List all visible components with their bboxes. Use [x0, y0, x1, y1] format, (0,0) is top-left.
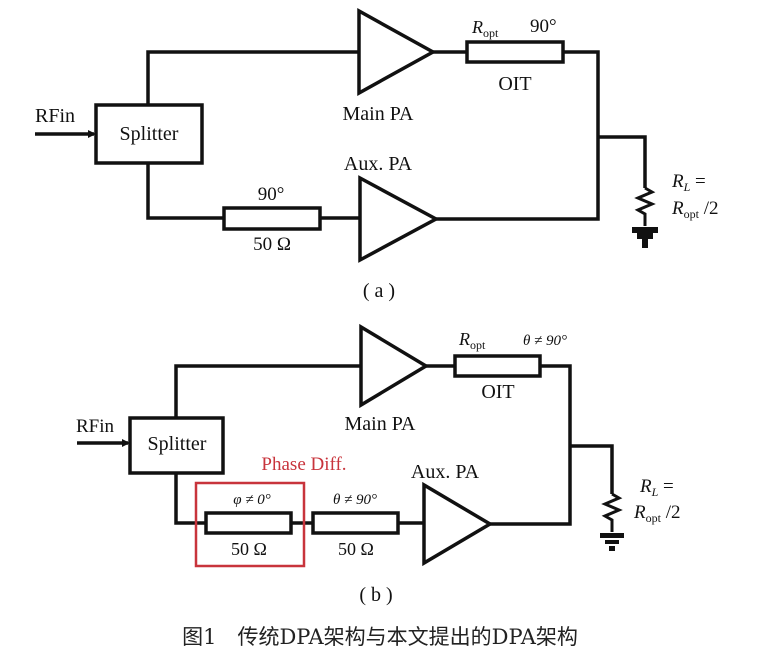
main-pa-label-a: Main PA — [343, 103, 415, 125]
oit-phase-label-a: 90° — [530, 16, 557, 37]
aux-line-phase-label-a: 90° — [258, 184, 285, 205]
oit-name-label-a: OIT — [498, 73, 531, 95]
load-label-line1-b: RL = — [639, 476, 674, 499]
sublabel-a: ( a ) — [363, 280, 395, 302]
oit-impedance-label-b: Ropt — [458, 329, 486, 352]
ground-icon-b — [600, 533, 624, 551]
phase-line-phase-label-b: φ ≠ 0° — [233, 492, 271, 508]
aux-pa-label-a: Aux. PA — [344, 153, 413, 175]
phase-diff-label: Phase Diff. — [261, 454, 346, 475]
splitter-block-b — [128, 416, 225, 475]
sublabel-b: ( b ) — [359, 584, 392, 606]
wire-load-b — [570, 444, 614, 494]
phase-line-impedance-label-b: 50 Ω — [231, 539, 267, 559]
load-resistor-a — [634, 186, 656, 226]
aux-pa-label-b: Aux. PA — [411, 461, 480, 483]
phase-diff-highlight-box — [194, 481, 306, 568]
main-pa-label-b: Main PA — [345, 413, 417, 435]
figure-caption: 图1 传统DPA架构与本文提出的DPA架构 — [182, 625, 578, 649]
load-resistor-b — [601, 492, 623, 532]
load-label-line1-a: RL = — [671, 171, 706, 194]
load-label-line2-a: Ropt /2 — [671, 198, 718, 221]
diagram-a — [35, 8, 658, 263]
phase-offset-line-b — [204, 511, 293, 535]
wire-aux-input-b — [174, 473, 206, 525]
aux-pa-amplifier-a — [358, 175, 440, 263]
aux-delay-line-b — [311, 511, 400, 535]
splitter-label-b: Splitter — [148, 433, 207, 455]
oit-name-label-b: OIT — [481, 381, 514, 403]
oit-line-a — [465, 40, 565, 64]
wire-aux-input-a — [146, 163, 224, 220]
ground-icon-a — [632, 227, 658, 248]
wire-load-a — [598, 135, 647, 188]
wire-main-input-b — [174, 364, 361, 418]
rfin-label-a: RFin — [35, 105, 75, 127]
aux-line-impedance-label-a: 50 Ω — [253, 234, 291, 255]
splitter-label-a: Splitter — [120, 123, 179, 145]
aux-line-phase-label-b: θ ≠ 90° — [333, 492, 377, 508]
aux-pa-amplifier-b — [422, 481, 494, 567]
wire-main-input-a — [146, 50, 359, 105]
main-pa-amplifier-a — [357, 8, 437, 96]
aux-line-impedance-label-b: 50 Ω — [338, 539, 374, 559]
aux-delay-line-a — [222, 206, 322, 231]
diagram-b — [77, 323, 624, 568]
oit-phase-label-b: θ ≠ 90° — [523, 333, 567, 349]
main-pa-amplifier-b — [359, 323, 430, 409]
load-label-line2-b: Ropt /2 — [633, 502, 680, 525]
rfin-label-b: RFin — [76, 416, 115, 437]
oit-impedance-label-a: Ropt — [471, 17, 499, 40]
oit-line-b — [453, 354, 542, 378]
